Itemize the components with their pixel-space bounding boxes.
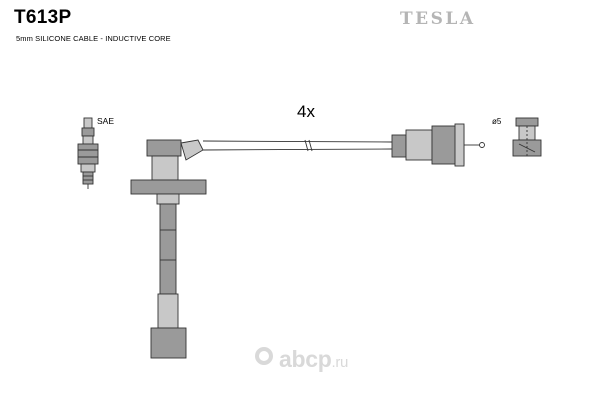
plug-boot-icon bbox=[130, 139, 207, 359]
quantity-label: 4x bbox=[297, 102, 315, 121]
part-number: T613P bbox=[14, 7, 72, 28]
coil-connector-icon bbox=[391, 123, 485, 167]
watermark: abcp.ru bbox=[279, 346, 348, 373]
watermark-ring-icon bbox=[255, 347, 273, 365]
brand-logo: TESLA bbox=[400, 9, 476, 29]
watermark-name: abcp bbox=[279, 346, 332, 372]
plug-type-label: SAE bbox=[97, 116, 115, 126]
cable-description: 5mm SILICONE CABLE - INDUCTIVE CORE bbox=[16, 34, 171, 43]
terminal-diameter-label: ø5 bbox=[492, 117, 502, 126]
watermark-tld: .ru bbox=[331, 354, 349, 371]
cable-line bbox=[202, 139, 393, 152]
terminal-detail-icon bbox=[512, 117, 542, 157]
spark-plug-icon bbox=[77, 117, 99, 189]
